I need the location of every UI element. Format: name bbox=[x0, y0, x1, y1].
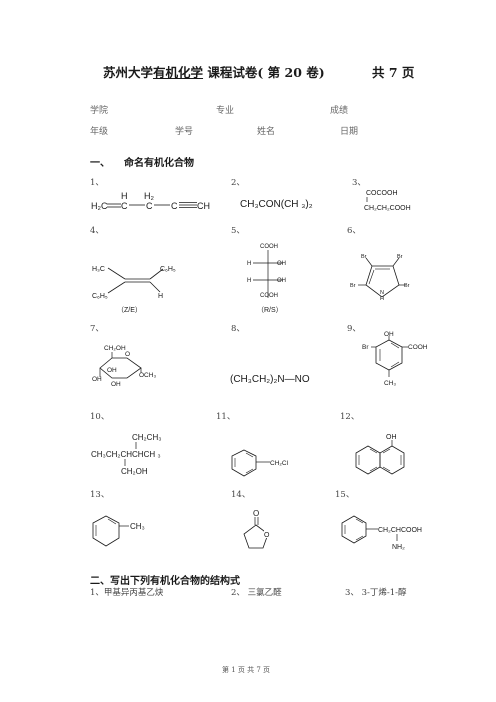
section2-title: 二、写出下列有机化合物的结构式 bbox=[90, 576, 240, 587]
field-college: 学院 bbox=[90, 106, 109, 116]
c6-br-top-left: Br bbox=[361, 254, 367, 260]
c9-cooh: COOH bbox=[408, 344, 428, 351]
c12-oh: OH bbox=[386, 434, 397, 441]
c7-oh-bottom: OH bbox=[111, 381, 121, 388]
c4-note: （Z/E） bbox=[117, 306, 142, 314]
item-number: 13、 bbox=[90, 490, 110, 500]
c11-ch2cl: CH₂Cl bbox=[270, 460, 289, 467]
item-number: 14、 bbox=[231, 490, 251, 500]
c1-c2: C bbox=[146, 201, 153, 211]
c15-nh2: NH₂ bbox=[392, 544, 405, 551]
c13-ch3: CH₃ bbox=[130, 522, 145, 531]
c7-ch2oh: CH₂OH bbox=[104, 345, 126, 352]
field-score: 成绩 bbox=[330, 106, 349, 116]
item-number: 9、 bbox=[347, 324, 361, 334]
c6-br-top-right: Br bbox=[397, 254, 403, 260]
c9-ch3: CH₃ bbox=[384, 380, 396, 387]
page-footer: 第 1 页 共 7 页 bbox=[222, 666, 271, 674]
c4-c6h5-right: C₆H₅ bbox=[160, 266, 176, 273]
c6-n: N bbox=[380, 290, 384, 296]
title-course: 有机化学 bbox=[153, 65, 204, 80]
item-number: 7、 bbox=[90, 324, 104, 334]
c7-och3: OCH₃ bbox=[139, 372, 156, 379]
c5-h1: H bbox=[247, 261, 251, 267]
section2-item: 2、 三氯乙醛 bbox=[231, 588, 282, 598]
c5-oh2: OH bbox=[277, 278, 286, 284]
field-date: 日期 bbox=[340, 127, 359, 137]
item-number: 11、 bbox=[216, 412, 236, 422]
c3-top: COCOOH bbox=[366, 190, 398, 197]
section1-number: 一、 bbox=[90, 158, 110, 169]
c7-o: O bbox=[125, 351, 130, 358]
c9-br: Br bbox=[362, 344, 369, 351]
field-grade: 年级 bbox=[90, 127, 109, 137]
c14-ring-o: O bbox=[264, 532, 270, 539]
c8-formula: (CH₃CH₂)₂N—NO bbox=[230, 374, 310, 385]
field-name: 姓名 bbox=[257, 127, 276, 137]
c14-carbonyl-o: O bbox=[253, 509, 259, 518]
exam-title: 苏州大学有机化学 课程试卷( 第 20 卷) bbox=[103, 62, 325, 81]
c10-line1: CH₂CH₃ bbox=[132, 433, 161, 442]
c5-oh1: OH bbox=[277, 261, 286, 267]
c4-c6h5-left: C₆H₅ bbox=[92, 293, 108, 300]
c1-h: H bbox=[121, 191, 128, 201]
item-number: 6、 bbox=[347, 226, 361, 236]
c1-h2: H₂ bbox=[144, 191, 154, 201]
c3-bottom: CH₂CH₂COOH bbox=[364, 205, 411, 212]
item-number: 1、 bbox=[90, 178, 104, 188]
total-pages: 共 7 页 bbox=[372, 65, 415, 80]
item-number: 3、 bbox=[352, 178, 366, 188]
c5-h2: H bbox=[247, 278, 251, 284]
c6-br-right: Br bbox=[404, 283, 410, 289]
field-major: 专业 bbox=[216, 106, 235, 116]
title-school: 苏州大学 bbox=[103, 65, 154, 80]
c1-c3: C bbox=[171, 201, 178, 211]
section1-title: 命名有机化合物 bbox=[124, 158, 194, 169]
c10-line3: CH₂OH bbox=[121, 467, 148, 476]
c6-h: H bbox=[380, 296, 384, 302]
title-paper: 课程试卷( 第 20 卷) bbox=[203, 65, 325, 80]
c7-oh-left: OH bbox=[92, 376, 102, 383]
c2-formula: CH₃CON(CH ₃)₂ bbox=[240, 199, 313, 210]
item-number: 2、 bbox=[231, 178, 245, 188]
c9-oh: OH bbox=[384, 331, 394, 338]
c5-top: COOH bbox=[260, 244, 278, 250]
c5-note: （R/S） bbox=[257, 306, 283, 314]
field-student-id: 学号 bbox=[175, 127, 194, 137]
c1-c1: C bbox=[121, 201, 128, 211]
c10-line2: CH₃CH₂CHCHCH ₃ bbox=[91, 450, 161, 459]
item-number: 5、 bbox=[231, 226, 245, 236]
c5-bottom: COOH bbox=[260, 293, 278, 299]
section2-item: 3、 3-丁烯-1-醇 bbox=[345, 588, 407, 598]
c1-ch: CH bbox=[197, 201, 210, 211]
c15-chain: CH₂CHCOOH bbox=[378, 527, 422, 534]
item-number: 12、 bbox=[340, 412, 360, 422]
section2-item: 1、甲基异丙基乙炔 bbox=[90, 588, 164, 598]
item-number: 10、 bbox=[90, 412, 110, 422]
item-number: 8、 bbox=[231, 324, 245, 334]
c6-br-left: Br bbox=[350, 283, 356, 289]
c4-h3c: H₃C bbox=[92, 266, 105, 273]
item-number: 15、 bbox=[335, 490, 355, 500]
c7-oh-mid: OH bbox=[107, 367, 117, 374]
c1-h2c: H₂C bbox=[91, 201, 108, 211]
c4-h: H bbox=[158, 293, 163, 300]
item-number: 4、 bbox=[90, 226, 104, 236]
